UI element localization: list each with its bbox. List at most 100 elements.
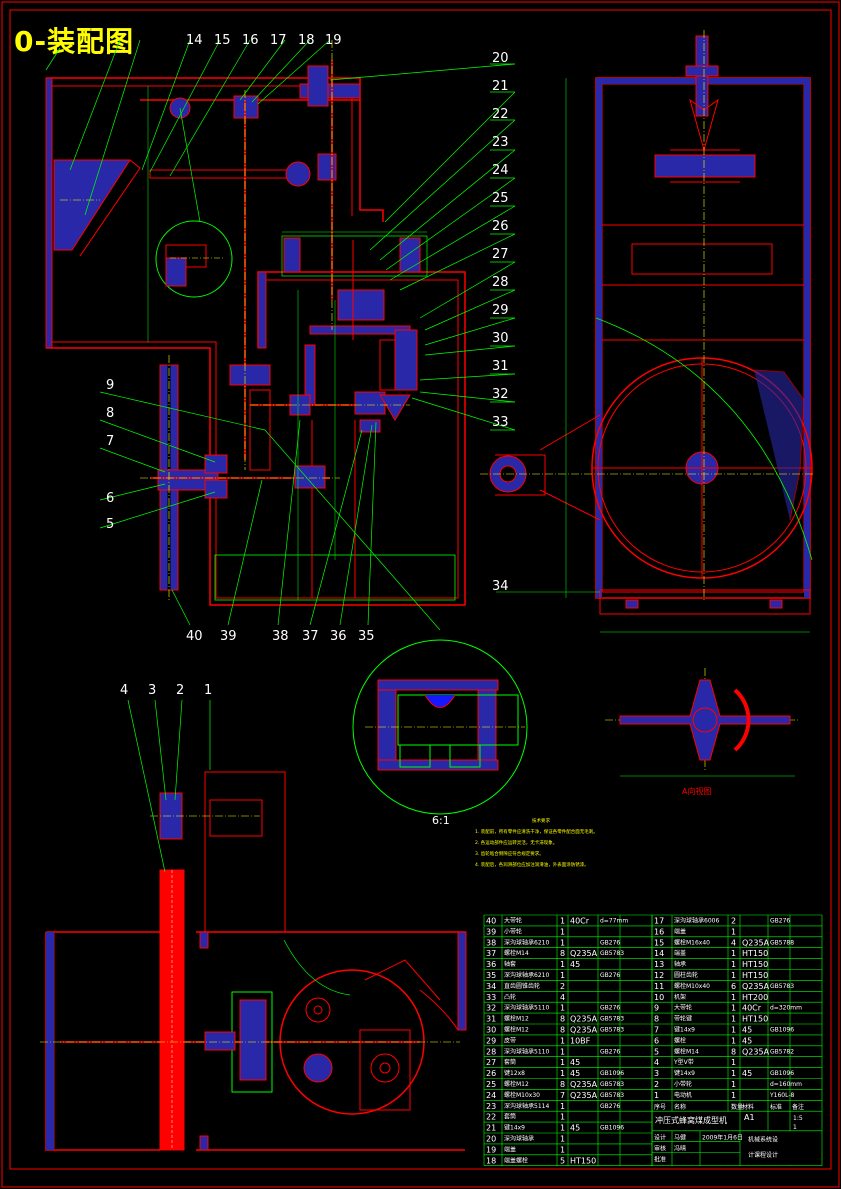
bom-item-qty: 1 — [731, 960, 736, 969]
bom-item-no: 6 — [654, 1036, 659, 1045]
bom-item-no: 27 — [486, 1058, 496, 1067]
bom-item-name: 螺栓M12 — [504, 1080, 529, 1088]
bom-item-qty: 1 — [560, 1004, 565, 1013]
designer-name: 马健 — [674, 1134, 686, 1142]
bom-item-no: 36 — [486, 960, 496, 969]
bom-item-no: 10 — [654, 993, 664, 1002]
bom-item-no: 14 — [654, 949, 664, 958]
bom-item-no: 28 — [486, 1047, 496, 1056]
bom-item-name: 键12x8 — [504, 1069, 525, 1077]
balloon-number: 33 — [492, 415, 509, 430]
bom-item-material: 40Cr — [570, 917, 590, 926]
bom-item-qty: 1 — [731, 1004, 736, 1013]
bom-item-qty: 1 — [560, 1102, 565, 1111]
drawing-name: 冲压式蜂窝煤成型机 — [655, 1115, 727, 1125]
bom-item-no: 38 — [486, 938, 496, 947]
bom-item-no: 13 — [654, 960, 664, 969]
bom-item-no: 40 — [486, 917, 496, 926]
bom-item-material: Q235A — [742, 938, 770, 947]
bom-item-name: 深沟球轴承 — [504, 1135, 534, 1143]
bom-item-qty: 8 — [560, 949, 565, 958]
bom-item-qty: 7 — [560, 1091, 565, 1100]
bom-header-cell: 名称 — [674, 1103, 686, 1111]
designer-role: 设计 — [654, 1134, 666, 1142]
bom-item-name: 大带轮 — [504, 917, 522, 925]
bom-item-qty: 1 — [731, 1058, 736, 1067]
balloon-number: 5 — [106, 517, 114, 532]
balloon-number: 35 — [358, 629, 375, 644]
bom-item-name: 深沟球轴承6210 — [504, 971, 549, 979]
school-line: 计课程设计 — [748, 1151, 778, 1159]
balloon-number: 39 — [220, 629, 237, 644]
balloon-number: 22 — [492, 107, 509, 122]
bom-item-standard: GB276 — [600, 1103, 620, 1110]
balloon-number: 21 — [492, 79, 509, 94]
balloon-number: 30 — [492, 331, 509, 346]
bom-item-name: 电动机 — [674, 1091, 692, 1099]
bom-item-name: 螺栓M16x40 — [674, 938, 710, 946]
bom-item-no: 12 — [654, 971, 664, 980]
bom-item-qty: 1 — [560, 1047, 565, 1056]
bom-item-standard: GB276 — [600, 1048, 620, 1055]
bom-item-standard: GB5783 — [600, 1092, 624, 1099]
bom-item-no: 5 — [654, 1047, 659, 1056]
bom-item-no: 39 — [486, 927, 496, 936]
bom-item-no: 17 — [654, 917, 664, 926]
bom-item-name: 深沟球轴承5110 — [504, 1004, 549, 1012]
bom-item-qty: 1 — [560, 938, 565, 947]
bom-item-qty: 1 — [560, 1069, 565, 1078]
bom-item-qty: 2 — [560, 982, 565, 991]
bom-item-name: 大带轮 — [674, 1004, 692, 1012]
bom-item-no: 18 — [486, 1156, 496, 1165]
balloon-number: 25 — [492, 191, 509, 206]
bom-item-qty: 1 — [731, 993, 736, 1002]
drawing-title: 0-装配图 — [14, 25, 135, 58]
drawing-scale: 1:5 — [793, 1115, 803, 1122]
bom-header-cell: 备注 — [792, 1103, 804, 1111]
bom-item-name: 螺栓M12 — [504, 1026, 529, 1034]
bom-item-qty: 1 — [560, 1036, 565, 1045]
bom-item-name: 直齿圆锥齿轮 — [504, 982, 540, 990]
balloon-number: 8 — [106, 406, 114, 421]
bom-item-no: 22 — [486, 1113, 496, 1122]
bom-item-standard: GB276 — [600, 1005, 620, 1012]
bom-item-qty: 1 — [731, 1026, 736, 1035]
bom-item-standard: GB1096 — [600, 1070, 624, 1077]
bom-item-material: 45 — [570, 1124, 580, 1133]
bom-header-cell: 材料 — [742, 1103, 754, 1111]
bom-item-standard: Y160L-8 — [769, 1092, 795, 1099]
balloon-number: 36 — [330, 629, 347, 644]
balloon-number: 26 — [492, 219, 509, 234]
bom-item-qty: 1 — [560, 960, 565, 969]
balloon-number: 40 — [186, 629, 203, 644]
bom-item-no: 37 — [486, 949, 496, 958]
bom-item-qty: 1 — [731, 971, 736, 980]
balloon-number: 1 — [204, 683, 212, 698]
checker-role: 审核 — [654, 1144, 666, 1152]
bom-item-name: 轴承 — [674, 960, 686, 968]
bom-item-qty: 1 — [731, 1069, 736, 1078]
balloon-number: 24 — [492, 163, 509, 178]
bom-item-qty: 1 — [731, 1015, 736, 1024]
technical-notes: 技术要求 1. 装配前，所有零件应清洗干净，保证各零件配合面无毛刺。 2. 各运… — [475, 817, 598, 868]
balloon-number: 34 — [492, 579, 509, 594]
balloon-number: 31 — [492, 359, 509, 374]
balloon-number: 18 — [298, 33, 315, 48]
balloon-number: 28 — [492, 275, 509, 290]
bom-item-material: Q235A — [570, 1026, 598, 1035]
bom-header-cell: 数量 — [731, 1103, 743, 1111]
bom-item-qty: 8 — [560, 1080, 565, 1089]
bom-item-name: 圆柱齿轮 — [674, 971, 698, 979]
bom-item-material: HT150 — [742, 960, 768, 969]
bom-item-qty: 1 — [560, 971, 565, 980]
bom-item-no: 32 — [486, 1004, 496, 1013]
bom-item-qty: 2 — [731, 917, 736, 926]
bom-item-name: 端盖 — [674, 927, 686, 935]
bom-item-material: HT150 — [742, 949, 768, 958]
note-line: 2. 各运动部件应运转灵活，无卡滞现象。 — [475, 839, 557, 846]
bom-item-material: Q235A — [570, 1015, 598, 1024]
bom-item-no: 35 — [486, 971, 496, 980]
note-line: 1. 装配前，所有零件应清洗干净，保证各零件配合面无毛刺。 — [475, 828, 598, 835]
balloon-number: 7 — [106, 434, 114, 449]
